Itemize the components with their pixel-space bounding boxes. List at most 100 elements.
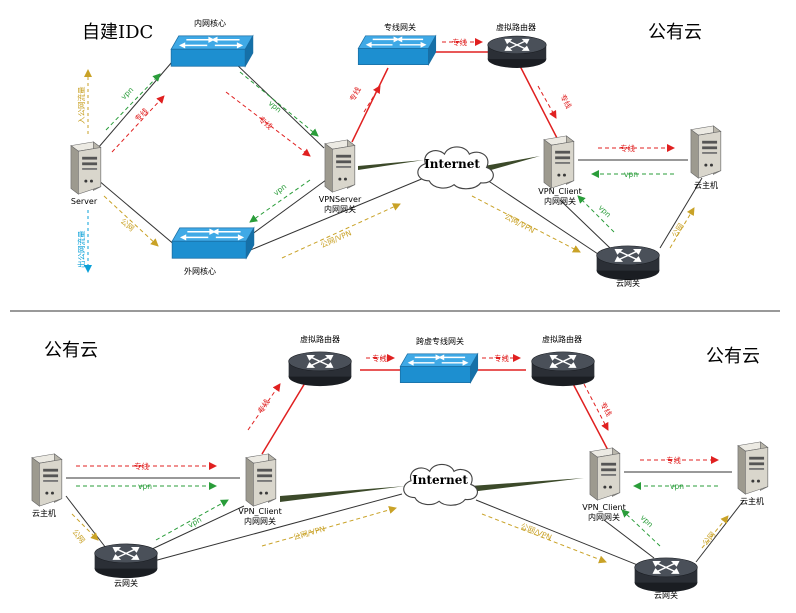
label-dedicated-2: 专线 <box>257 114 275 132</box>
b-label-vpn-3: vpn <box>670 482 684 491</box>
link-left-gateway-internet <box>149 493 403 563</box>
top-nodes: Server 内网核心 外网核心 VPNServer 内网网关 专线网关 虚拟路… <box>70 18 722 288</box>
dedicated-gateway-switch-icon <box>357 35 437 66</box>
dedicated-gateway-label: 专线网关 <box>384 22 416 32</box>
link-internal-core-vpnserver <box>233 61 325 149</box>
label-dedicated-4: 专线 <box>452 37 467 47</box>
flow-public-vpn-internet-to-right <box>481 513 607 564</box>
flow-vpn-server-to-internal <box>105 73 161 131</box>
link-server-external-core <box>97 179 177 247</box>
left-cloud-host-label: 云主机 <box>32 508 56 518</box>
link-server-internal-core <box>97 61 173 149</box>
flow-vpn-right-gateway-to-vpnclient <box>621 509 661 547</box>
flow-dedicated-router-to-right-vpnclient <box>583 383 609 431</box>
link-external-core-internet <box>235 177 425 257</box>
label-vpn-4: vpn <box>624 170 638 179</box>
right-cloud-gateway-icon <box>633 557 699 593</box>
link-internet-right-gateway <box>475 499 641 567</box>
link-left-host-gateway <box>65 495 107 549</box>
label-dedicated-5: 专线 <box>558 92 574 110</box>
b-label-dedicated-4: 专线 <box>494 353 509 363</box>
flow-dedicated-left-vpnclient-to-router <box>247 383 281 431</box>
virtual-router-icon <box>487 35 547 69</box>
left-cloud-gateway-label: 云网关 <box>114 578 138 588</box>
b-label-public-2: 公网 <box>701 530 718 547</box>
label-dedicated-1: 专线 <box>132 105 150 123</box>
cloud-gateway-icon <box>595 245 661 281</box>
b-label-dedicated-3: 专线 <box>372 353 387 363</box>
link-internet-right-vpnclient <box>470 478 584 492</box>
label-vpn-3: vpn <box>272 182 289 198</box>
cross-dedicated-gateway-icon <box>399 353 479 384</box>
right-cloud-gateway-label: 云网关 <box>654 590 678 600</box>
b-label-public-vpn-1: 公网/VPN <box>292 524 326 542</box>
cross-dedicated-gateway-label: 跨虚专线网关 <box>416 336 464 346</box>
right-vpn-client-label: VPN_Client <box>582 503 625 512</box>
b-label-vpn-1: vpn <box>138 482 152 491</box>
top-diagram: 自建IDC 公有云 <box>70 18 722 288</box>
right-vpn-client-sublabel: 内网网关 <box>588 512 620 522</box>
label-public-1: 公网 <box>119 217 136 234</box>
link-internet-vpnclient <box>484 156 540 172</box>
top-links <box>97 51 703 257</box>
link-vpnserver-internet <box>358 160 424 170</box>
right-virtual-router-label: 虚拟路由器 <box>542 334 582 344</box>
virtual-router-label: 虚拟路由器 <box>496 22 536 32</box>
link-vpnclient-cloud-gateway <box>559 199 611 249</box>
left-virtual-router-icon <box>287 351 353 387</box>
vpn-client-label: VPN_Client <box>538 187 581 196</box>
bottom-flows <box>71 354 729 564</box>
external-core-label: 外网核心 <box>184 266 216 276</box>
left-vpn-client-label: VPN_Client <box>238 507 281 516</box>
left-cloud-host-icon <box>31 453 63 507</box>
right-vpn-client-icon <box>589 447 621 501</box>
flow-dedicated-router-to-vpnclient <box>537 85 557 119</box>
bottom-internet-label: Internet <box>412 473 468 487</box>
flow-vpn-internal-to-vpnserver <box>239 71 319 137</box>
server-label: Server <box>71 197 98 206</box>
label-public-vpn-2: 公网/VPN <box>503 212 536 235</box>
public-cloud-title: 公有云 <box>648 22 702 43</box>
right-cloud-host-label: 云主机 <box>740 496 764 506</box>
internet-label: Internet <box>424 157 480 171</box>
flow-dedicated-server-to-internal <box>111 95 165 153</box>
internal-core-label: 内网核心 <box>194 18 226 28</box>
flow-public-gateway-to-host <box>669 207 695 249</box>
label-inbound: 入公网流量 <box>76 86 86 124</box>
b-label-vpn-2: vpn <box>187 515 204 530</box>
label-public-2: 公网 <box>670 222 686 239</box>
left-vpn-client-sublabel: 内网网关 <box>244 516 276 526</box>
bottom-diagram: 公有云 公有云 <box>31 334 769 600</box>
link-left-vpnclient-internet <box>280 486 406 502</box>
right-cloud-title: 公有云 <box>706 346 760 367</box>
flow-public-vpn-internet-to-gateway <box>471 195 581 253</box>
flow-dedicated-internal-to-vpnserver <box>225 91 311 157</box>
link-vpnserver-dedicated-gw <box>351 67 389 143</box>
top-flows <box>84 38 695 273</box>
server-icon <box>70 141 102 195</box>
vpn-server-label: VPNServer <box>319 195 362 204</box>
left-vpn-client-icon <box>245 453 277 507</box>
label-outbound: 出公网流量 <box>76 230 86 268</box>
link-left-gateway-vpnclient <box>149 505 245 551</box>
external-core-switch-icon <box>171 227 255 260</box>
right-cloud-host-icon <box>737 441 769 495</box>
left-virtual-router-label: 虚拟路由器 <box>300 334 340 344</box>
link-cloud-gateway-cloudhost <box>659 177 703 249</box>
flow-public-vpn-left-to-internet <box>261 506 397 547</box>
flow-public-vpn-external-to-internet <box>281 203 401 259</box>
link-internet-cloud-gateway <box>483 177 599 255</box>
bottom-edge-labels: 专线 vpn 公网 vpn 专线 专线 专线 专线 专线 vpn vpn 公网/… <box>70 353 717 547</box>
left-cloud-gateway-icon <box>93 543 159 579</box>
internal-core-switch-icon <box>170 35 254 68</box>
label-dedicated-6: 专线 <box>620 143 635 153</box>
b-label-vpn-4: vpn <box>639 513 655 529</box>
link-router-vpnclient <box>519 65 559 141</box>
flow-public-left-host-to-gateway <box>71 513 99 541</box>
vpn-client-sublabel: 内网网关 <box>544 196 576 206</box>
vpn-server-icon <box>324 139 356 193</box>
flow-vpn-vpnserver-to-external <box>249 179 311 223</box>
idc-title: 自建IDC <box>82 22 153 43</box>
b-label-dedicated-6: 专线 <box>666 455 681 465</box>
label-dedicated-3: 专线 <box>347 85 363 103</box>
